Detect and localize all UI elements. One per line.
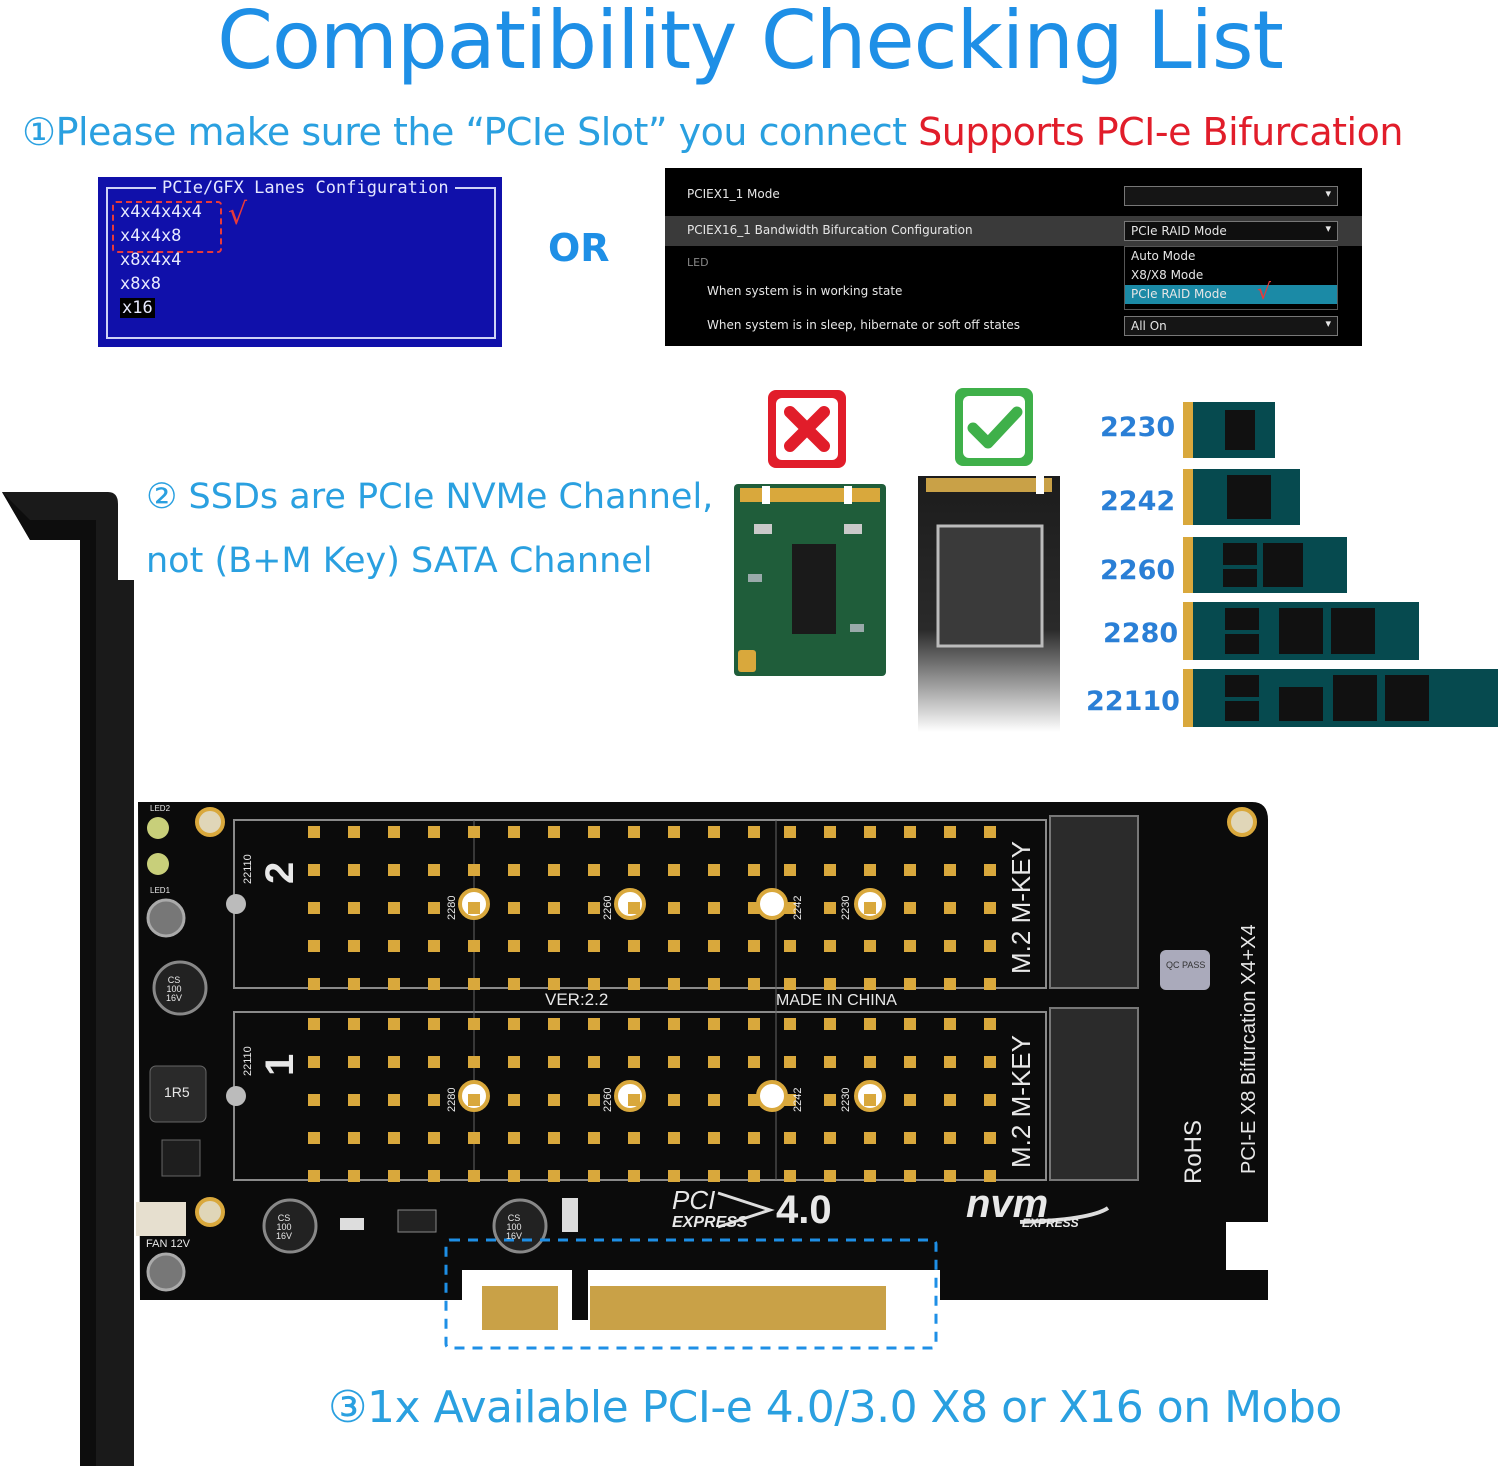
- ssd-size-label: 2280: [1103, 618, 1179, 649]
- made-in-label: MADE IN CHINA: [776, 992, 897, 1009]
- ssd-stick-2242: [1183, 469, 1300, 525]
- led2-label: LED2: [150, 804, 171, 813]
- size-mark-2230: 2230: [840, 1087, 852, 1112]
- uefi-settings-panel: PCIEX1_1 Mode ▾ PCIEX16_1 Bandwidth Bifu…: [665, 168, 1362, 346]
- bios-option[interactable]: x8x8: [120, 274, 161, 294]
- nvm-sub: EXPRESS: [1022, 1216, 1079, 1230]
- step2-line2: not (B+M Key) SATA Channel: [146, 541, 653, 581]
- check-icon: [955, 388, 1033, 466]
- size-mark-2242: 2242: [792, 1087, 804, 1112]
- chevron-down-icon: ▾: [1325, 187, 1331, 200]
- sleep-state-select[interactable]: All On ▾: [1124, 316, 1338, 336]
- size-mark-22110: 22110: [242, 1046, 254, 1076]
- uefi-row-pciex1: PCIEX1_1 Mode ▾: [665, 184, 1362, 206]
- ssd-size-label: 2230: [1100, 412, 1176, 443]
- bios-lanes-panel: PCIe/GFX Lanes Configuration √ x4x4x4x4 …: [98, 177, 502, 347]
- ssd-size-label: 22110: [1086, 686, 1180, 717]
- bios-option[interactable]: x8x4x4: [120, 250, 182, 270]
- nvm-logo: nvm: [966, 1182, 1049, 1226]
- m2-key-label: M.2 M-KEY: [1006, 1035, 1036, 1168]
- page-title: Compatibility Checking List: [217, 0, 1284, 87]
- size-mark-2280: 2280: [446, 1087, 458, 1112]
- bios-title: PCIe/GFX Lanes Configuration: [156, 178, 455, 198]
- bios-highlight-box: [112, 201, 222, 253]
- capacitor-label: CS 100 16V: [276, 1213, 293, 1241]
- step3-number: ③: [328, 1382, 367, 1433]
- capacitor-label: CS 100 16V: [166, 975, 183, 1003]
- rohs-label: RoHS: [1180, 1119, 1207, 1184]
- step1-body: Please make sure the “PCIe Slot” you con…: [55, 110, 919, 154]
- qc-pass-label: QC PASS: [1166, 960, 1206, 970]
- size-mark-2280: 2280: [446, 895, 458, 920]
- led1-label: LED1: [150, 886, 171, 895]
- bifurcation-dropdown: Auto Mode X8/X8 Mode PCIe RAID Mode: [1124, 246, 1338, 310]
- nvme-ssd-image: [918, 476, 1060, 732]
- bios-option[interactable]: x4x4x4x4: [120, 202, 202, 222]
- dropdown-option-selected[interactable]: PCIe RAID Mode: [1125, 285, 1337, 304]
- ssd-size-label: 2242: [1100, 486, 1176, 517]
- ssd-size-label: 2260: [1100, 555, 1176, 586]
- cross-icon: [768, 390, 846, 468]
- bios-option-selected[interactable]: x16: [120, 298, 155, 318]
- ssd-stick-2280: [1183, 602, 1419, 660]
- step1-text: ①Please make sure the “PCIe Slot” you co…: [22, 110, 1403, 154]
- dropdown-option[interactable]: Auto Mode: [1131, 249, 1196, 263]
- size-mark-2260: 2260: [602, 895, 614, 920]
- check-mark-icon: √: [228, 197, 248, 232]
- check-mark-icon: √: [1257, 280, 1272, 305]
- fan-label: FAN 12V: [146, 1238, 191, 1250]
- capacitor-label: CS 100 16V: [506, 1213, 523, 1241]
- sata-ssd-image: [734, 484, 886, 676]
- step2-number: ②: [146, 477, 178, 517]
- ssd-stick-22110: [1183, 669, 1498, 727]
- working-state-label: When system is in working state: [707, 284, 903, 298]
- slot-number-2: 2: [258, 861, 302, 884]
- pciex1-select[interactable]: ▾: [1124, 186, 1338, 206]
- step3-text: ③1x Available PCI-e 4.0/3.0 X8 or X16 on…: [328, 1382, 1342, 1433]
- size-mark-2242: 2242: [792, 895, 804, 920]
- m2-key-label: M.2 M-KEY: [1006, 841, 1036, 974]
- led-label: LED: [687, 256, 709, 269]
- size-mark-2260: 2260: [602, 1087, 614, 1112]
- bifurcation-select[interactable]: PCIe RAID Mode ▾: [1124, 221, 1338, 241]
- uefi-row-bifurcation: PCIEX16_1 Bandwidth Bifurcation Configur…: [665, 216, 1362, 246]
- chevron-down-icon: ▾: [1325, 222, 1331, 235]
- ssd-stick-2260: [1183, 537, 1347, 593]
- bios-option[interactable]: x4x4x8: [120, 226, 182, 246]
- size-mark-22110: 22110: [242, 854, 254, 884]
- pci-logo-top: PCI: [672, 1185, 716, 1215]
- chevron-down-icon: ▾: [1325, 317, 1331, 330]
- inductor-label: 1R5: [164, 1084, 190, 1100]
- size-mark-2230: 2230: [840, 895, 852, 920]
- version-label: VER:2.2: [545, 990, 609, 1009]
- ssd-stick-2230: [1183, 402, 1275, 458]
- slot-number-1: 1: [258, 1053, 302, 1076]
- pci-logo-bottom: EXPRESS: [672, 1214, 748, 1231]
- adapter-card-image: VER:2.2 MADE IN CHINA 2 1 M.2 M-KEY M.2 …: [0, 480, 1290, 1470]
- dropdown-option[interactable]: X8/X8 Mode: [1131, 268, 1204, 282]
- step2-line1: ② SSDs are PCIe NVMe Channel,: [146, 477, 714, 517]
- step1-number: ①: [22, 110, 56, 154]
- sleep-state-label: When system is in sleep, hibernate or so…: [707, 318, 1021, 332]
- bifurcation-side-label: PCI-E X8 Bifurcation X4+X4: [1238, 924, 1260, 1174]
- or-label: OR: [548, 226, 610, 270]
- pci-version: 4.0: [776, 1188, 832, 1232]
- step1-highlight: Supports PCI-e Bifurcation: [918, 110, 1403, 154]
